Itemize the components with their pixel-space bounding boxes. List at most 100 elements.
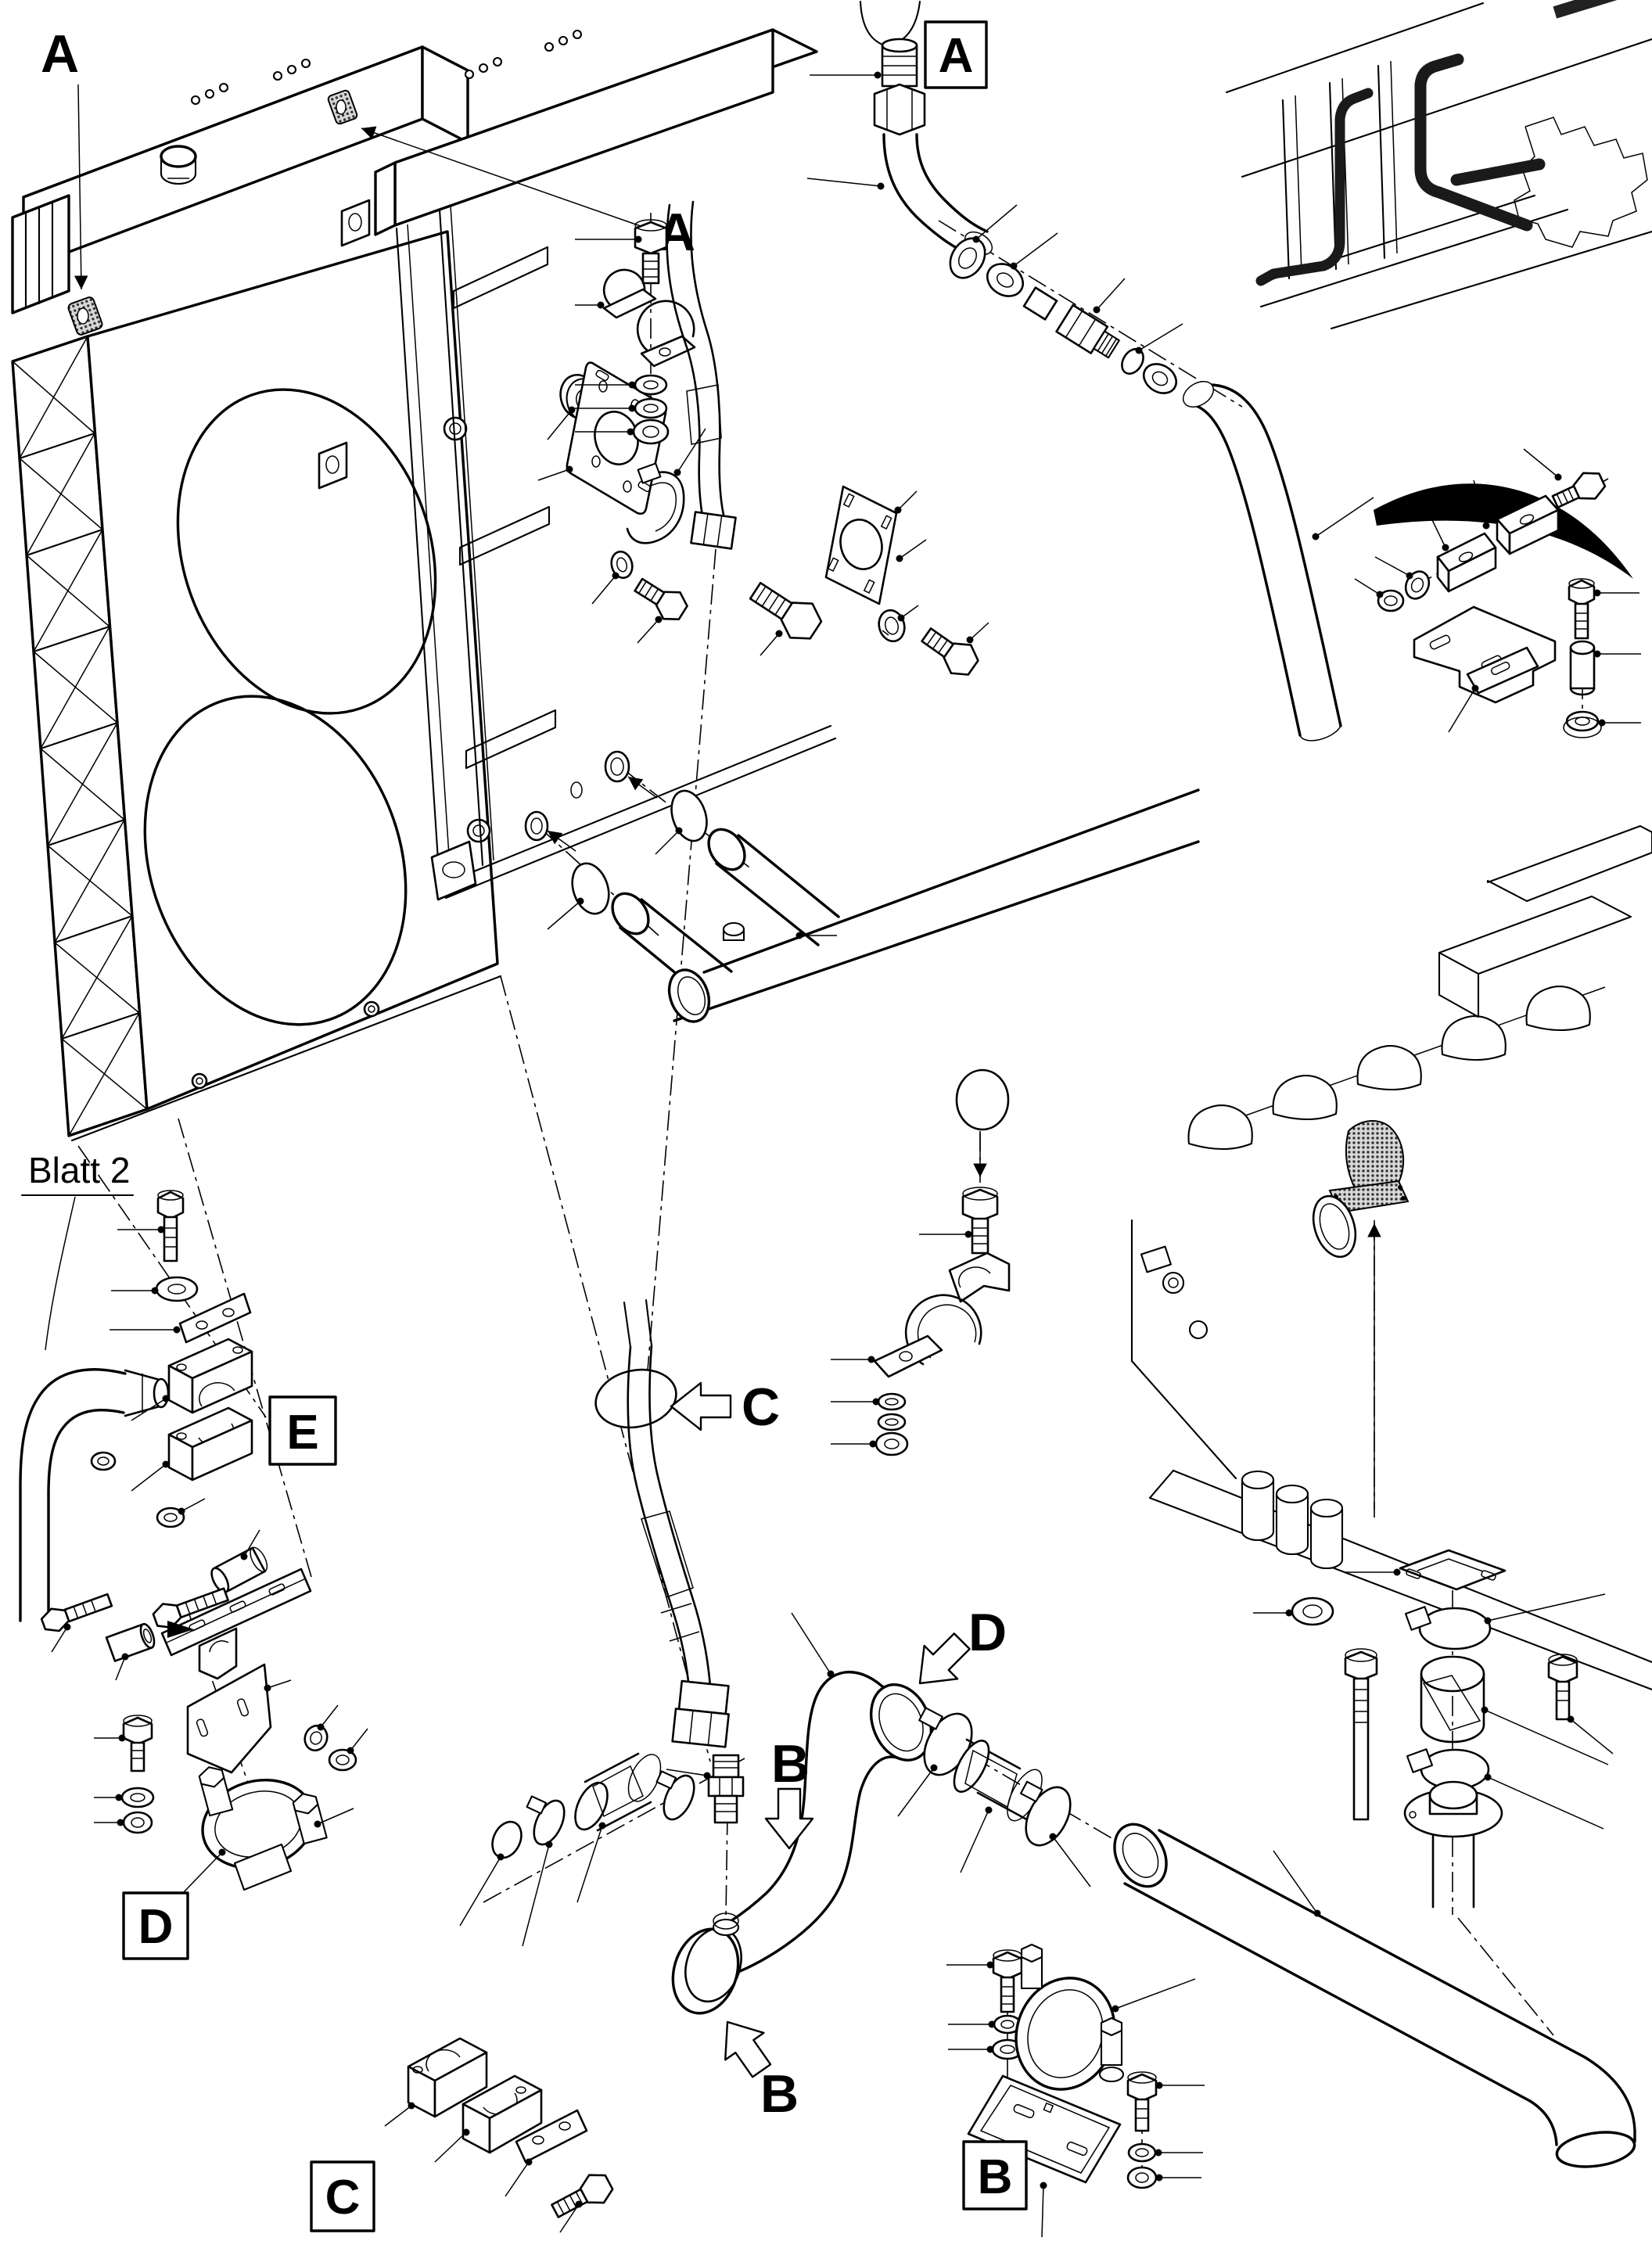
bolt-icon: [921, 627, 979, 676]
bolt-icon: [961, 1187, 999, 1255]
saddle-clamp-icon: [948, 1252, 1011, 1303]
section-box-a: A: [924, 20, 988, 89]
flanged-stub-icon: [1403, 1780, 1503, 1909]
pipe-end-cap-icon: [671, 1927, 742, 2015]
washer-icon: [120, 1787, 155, 1808]
hex-nut-icon: [122, 1811, 153, 1834]
pointer-b-upper: B: [764, 1734, 814, 1850]
bolt-icon: [156, 1190, 185, 1262]
plug-highlight-a2-icon: [327, 89, 358, 125]
bolt-icon: [1126, 2071, 1158, 2132]
hex-nut-icon: [986, 263, 1025, 297]
hex-nut-icon: [1126, 2166, 1158, 2189]
hex-nut-icon: [874, 1431, 909, 1456]
spacer-icon: [1569, 640, 1596, 696]
hose-nut-icon: [671, 1679, 730, 1748]
pointer-c: C: [670, 1377, 780, 1437]
section-box-b: B: [962, 2140, 1028, 2210]
hose-coupling-icon: [690, 511, 737, 550]
filler-cap-icon: [160, 145, 197, 185]
clamp-assembly-c: [384, 2037, 614, 2233]
clamp-half-lower-icon: [167, 1406, 253, 1481]
mounting-plate-detail: [537, 361, 989, 676]
bracket-plate-icon: [967, 2074, 1122, 2184]
section-box-c: C: [310, 2160, 375, 2232]
plug-highlight-a1-icon: [67, 296, 103, 336]
clamp-assembly-e: [90, 1190, 253, 1492]
washer-icon: [155, 1276, 199, 1302]
callout-label: A: [41, 24, 79, 84]
section-box-label: B: [978, 2150, 1013, 2204]
coupling-chain-right: [897, 1707, 1091, 1887]
hex-nut-icon: [1377, 589, 1405, 612]
hose-clamp-icon: [1404, 1606, 1492, 1650]
elbow-pipe-left: [19, 1368, 170, 1622]
ring-icon: [491, 1820, 523, 1859]
threaded-nipple-icon: [881, 38, 918, 88]
highlighted-pipe-left-icon: [1255, 88, 1374, 286]
radiator-front: [11, 45, 502, 1142]
clamp-half-upper-icon: [167, 1338, 253, 1414]
braided-sleeve-icon: [1420, 1655, 1485, 1744]
port-ring-upper-icon: [604, 750, 630, 783]
bent-pipe-icon: [1182, 380, 1342, 742]
washer-icon: [1127, 2142, 1157, 2163]
bracket-assembly-d: [40, 1498, 368, 1895]
hose-clamp-icon: [1020, 1780, 1072, 1847]
pipe-boss-icon: [722, 921, 745, 942]
nipple-fitting-icon: [707, 1754, 745, 1824]
p-clamp-icon: [873, 1294, 982, 1378]
section-box-label: A: [939, 29, 974, 83]
section-box-d: D: [122, 1891, 189, 1960]
support-bracket-right: [1354, 448, 1641, 738]
section-box-label: D: [138, 1900, 174, 1954]
braided-sleeve-icon: [953, 1738, 1043, 1823]
pointer-label: C: [742, 1377, 780, 1437]
bolt-icon: [40, 1593, 113, 1632]
sheet-reference: Blatt 2: [20, 1150, 135, 1351]
lock-washer-icon: [878, 609, 906, 643]
bolt-icon: [122, 1715, 153, 1772]
bolt-icon: [634, 219, 668, 285]
hex-nut-icon: [328, 1748, 357, 1772]
gasket-icon: [955, 1068, 1010, 1131]
pipe-boss-icon: [712, 1912, 740, 1937]
highlighted-bar-icon: [1553, 0, 1618, 19]
pointer-label: B: [771, 1734, 810, 1794]
washer-icon: [877, 1413, 907, 1431]
gasket-icon: [571, 862, 610, 915]
u-pipe-icon: [611, 788, 1200, 1023]
long-pipe: [1113, 1823, 1636, 2168]
bushing-icon: [105, 1622, 156, 1662]
clamp-half-icon: [461, 2074, 543, 2154]
braided-hose-c: [594, 1298, 745, 1824]
clamp-plate-icon: [178, 1292, 252, 1344]
bolt-icon: [1568, 578, 1596, 640]
washer-icon: [634, 374, 668, 396]
swoosh-arrow-icon: [1374, 483, 1633, 579]
filter-cylinders-icon: [1241, 1470, 1344, 1570]
section-box-label: E: [286, 1406, 318, 1460]
washer-icon: [303, 1724, 329, 1752]
insert-ring-icon: [594, 1368, 677, 1429]
flange-ring-icon: [949, 237, 986, 279]
engine-block: [1130, 824, 1652, 1691]
arrow-solid-icon: [167, 1621, 194, 1638]
s-pipe-d: [671, 1612, 932, 2015]
clamp-chain-mid: [831, 1068, 1011, 1456]
braided-hose-upper: [666, 200, 737, 550]
washer-icon: [877, 1392, 907, 1411]
two-bolt-clamp-icon: [198, 1766, 328, 1891]
hex-nipple-icon: [1055, 303, 1120, 359]
hex-nut-icon: [156, 1507, 185, 1528]
pointer-d: D: [902, 1603, 1007, 1701]
hex-nut-icon: [90, 1451, 117, 1471]
radiator-rear: [318, 28, 837, 901]
spacer-icon: [210, 1546, 268, 1593]
clamp-half-icon: [407, 2037, 488, 2118]
bolt-icon: [634, 577, 688, 621]
channel-bracket-icon: [160, 1568, 312, 1680]
highlighted-pipe-right-icon: [1414, 53, 1546, 232]
